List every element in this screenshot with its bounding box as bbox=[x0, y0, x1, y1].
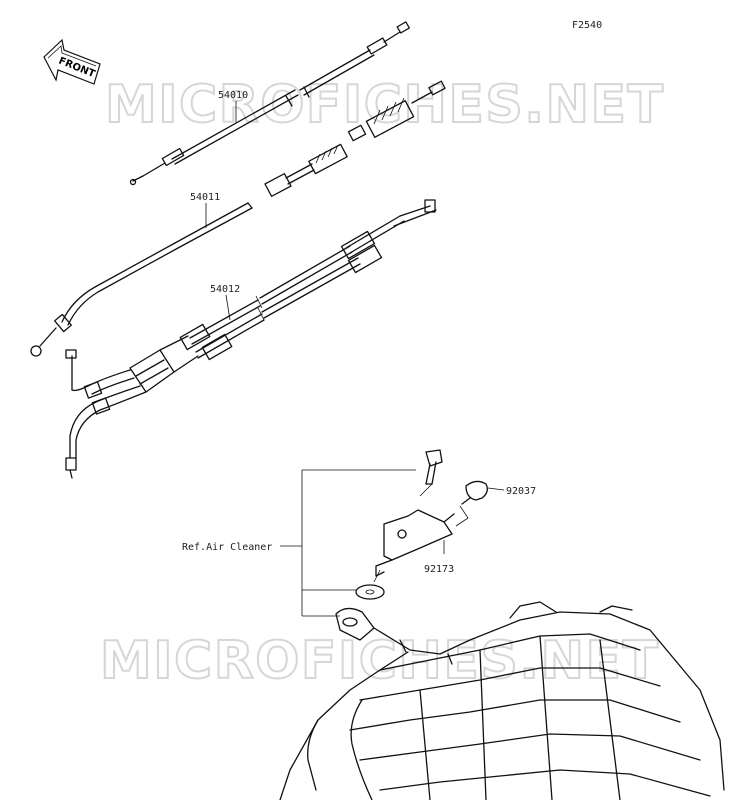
bracket-assembly bbox=[280, 449, 505, 617]
watermark-bottom: MICROFICHES.NET bbox=[100, 631, 660, 691]
cable-54010 bbox=[129, 21, 410, 186]
part-number-92037: 92037 bbox=[506, 486, 536, 497]
label-54010: 54010 bbox=[218, 90, 248, 122]
air-cleaner-housing bbox=[279, 601, 725, 800]
watermark-top: MICROFICHES.NET bbox=[105, 75, 665, 135]
part-number-54010: 54010 bbox=[218, 90, 248, 101]
label-54011: 54011 bbox=[190, 192, 220, 228]
part-number-54012: 54012 bbox=[210, 284, 240, 295]
front-arrow-icon: FRONT bbox=[43, 38, 101, 85]
cable-54012 bbox=[65, 199, 437, 479]
cable-54011 bbox=[30, 80, 446, 357]
label-54012: 54012 bbox=[210, 284, 240, 321]
ref-air-cleaner-label: Ref.Air Cleaner bbox=[182, 542, 272, 553]
figure-code: F2540 bbox=[572, 20, 602, 31]
part-number-92173: 92173 bbox=[424, 564, 454, 575]
part-number-54011: 54011 bbox=[190, 192, 220, 203]
